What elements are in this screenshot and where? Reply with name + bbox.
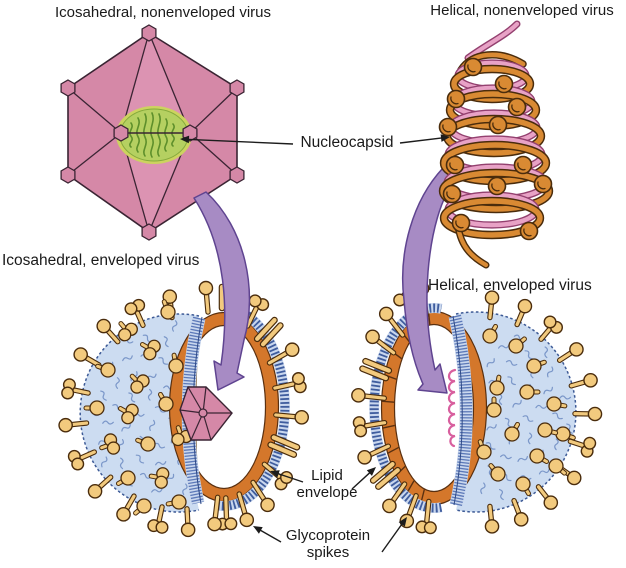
enveloped-helical-nucleocapsid: [447, 368, 457, 448]
icosahedral-nonenveloped-title: Icosahedral, nonenveloped virus: [55, 4, 271, 21]
helical-nonenveloped-title: Helical, nonenveloped virus: [430, 2, 614, 19]
transition-arrow-right: [401, 167, 459, 394]
nucleocapsid-label: Nucleocapsid: [300, 134, 394, 151]
glycoprotein-arrow-right: [381, 517, 407, 553]
icosahedral-enveloped-title: Icosahedral, enveloped virus: [2, 252, 200, 269]
helical-enveloped-title: Helical, enveloped virus: [428, 277, 592, 294]
glycoprotein-arrow-left: [253, 526, 282, 543]
lipid-envelope-arrow-right: [351, 467, 376, 490]
lipid-envelope-arrow-left: [270, 470, 304, 483]
lipid-envelope-label: Lipid envelope: [296, 467, 358, 501]
transition-arrow-left: [193, 191, 251, 391]
nucleocapsid-arrow-right: [399, 134, 450, 144]
glycoprotein-spikes-label: Glycoprotein spikes: [285, 527, 371, 561]
icosahedral-nonenveloped-capsid: [60, 24, 245, 241]
nucleocapsid-arrow-left: [180, 135, 294, 145]
enveloped-icosahedral-nucleocapsid: [179, 386, 233, 441]
helical-nonenveloped-nucleocapsid: [438, 20, 554, 269]
helical-enveloped-virus: [351, 281, 603, 535]
